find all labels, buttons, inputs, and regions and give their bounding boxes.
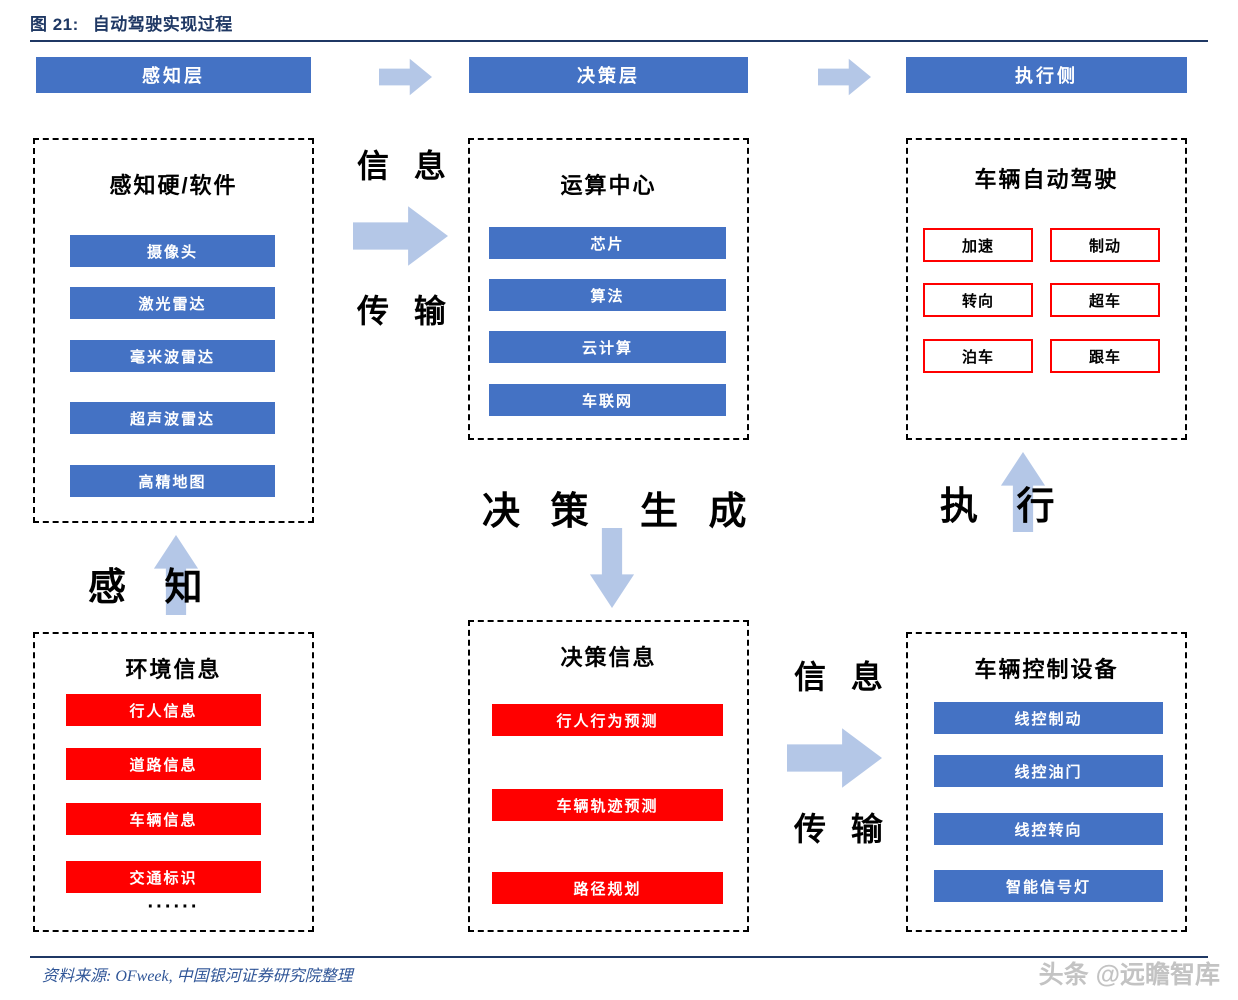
figure-title-text: 自动驾驶实现过程 (92, 15, 233, 34)
autodrive-item-park-label: 泊车 (961, 348, 994, 366)
source-note: 资料来源: OFweek, 中国银河证券研究院整理 (42, 968, 353, 985)
compute-item-cloud: 云计算 (489, 331, 726, 363)
autodrive-item-park: 泊车 (923, 339, 1033, 373)
perception-hardware-software-box: 感知硬/软件 (33, 138, 314, 523)
perception-item-mmwave-radar-label: 毫米波雷达 (129, 348, 215, 366)
control-item-steer-by-wire: 线控转向 (934, 813, 1163, 845)
control-item-throttle-by-wire-label: 线控油门 (1014, 763, 1083, 781)
environment-item-traffic-sign-label: 交通标识 (129, 869, 198, 887)
band-decision-label: 决策层 (577, 66, 640, 86)
control-item-throttle-by-wire: 线控油门 (934, 755, 1163, 787)
flow-label-top-info: 信 息 (357, 148, 454, 184)
environment-item-traffic-sign: 交通标识 (66, 861, 261, 893)
flow-label-top-transmit: 传 输 (357, 293, 454, 329)
compute-item-cloud-label: 云计算 (581, 339, 633, 357)
compute-item-chip: 芯片 (489, 227, 726, 259)
autodrive-item-steer: 转向 (923, 283, 1033, 317)
environment-item-pedestrian: 行人信息 (66, 694, 261, 726)
perception-item-lidar-label: 激光雷达 (138, 295, 207, 313)
compute-center-title: 运算中心 (560, 173, 657, 198)
perception-item-lidar: 激光雷达 (70, 287, 275, 319)
perception-hw-sw-title: 感知硬/软件 (109, 173, 238, 198)
decision-item-path-planning: 路径规划 (492, 872, 723, 904)
decision-info-title: 决策信息 (560, 645, 657, 670)
compute-item-algorithm-label: 算法 (590, 287, 625, 305)
control-item-smart-traffic-light: 智能信号灯 (934, 870, 1163, 902)
autodrive-item-overtake-label: 超车 (1088, 292, 1121, 310)
compute-item-algorithm: 算法 (489, 279, 726, 311)
band-arrow-perception-to-decision (379, 58, 432, 96)
band-execution-label: 执行侧 (1015, 66, 1078, 86)
perception-arrow-label: 感 知 (88, 567, 217, 609)
environment-item-road: 道路信息 (66, 748, 261, 780)
decision-item-path-planning-label: 路径规划 (573, 880, 642, 898)
autodrive-item-accelerate: 加速 (923, 228, 1033, 262)
compute-item-iov-label: 车联网 (581, 392, 633, 410)
perception-item-hd-map: 高精地图 (70, 465, 275, 497)
autodrive-item-follow: 跟车 (1050, 339, 1160, 373)
environment-item-vehicle: 车辆信息 (66, 803, 261, 835)
decision-down-arrow (589, 528, 635, 608)
vehicle-autodrive-title: 车辆自动驾驶 (974, 167, 1119, 192)
autodrive-item-accelerate-label: 加速 (961, 237, 994, 255)
band-execution: 执行侧 (906, 57, 1187, 93)
flow-arrow-bottom (787, 728, 882, 788)
control-item-steer-by-wire-label: 线控转向 (1014, 821, 1083, 839)
decision-item-vehicle-trajectory-prediction-label: 车辆轨迹预测 (556, 797, 659, 815)
compute-item-chip-label: 芯片 (590, 235, 625, 253)
environment-info-more: ······ (147, 896, 200, 918)
execution-arrow-label: 执 行 (940, 486, 1069, 528)
decision-item-pedestrian-behavior-prediction-label: 行人行为预测 (556, 712, 659, 730)
perception-item-ultrasonic-radar-label: 超声波雷达 (129, 410, 215, 428)
control-item-brake-by-wire: 线控制动 (934, 702, 1163, 734)
band-arrow-decision-to-execution (818, 58, 871, 96)
flow-label-bottom-transmit: 传 输 (794, 811, 891, 847)
watermark: 头条 @远瞻智库 (1038, 961, 1220, 989)
perception-item-mmwave-radar: 毫米波雷达 (70, 340, 275, 372)
perception-item-hd-map-label: 高精地图 (138, 473, 207, 491)
environment-info-title: 环境信息 (125, 657, 222, 682)
autodrive-item-steer-label: 转向 (961, 292, 994, 310)
environment-item-vehicle-label: 车辆信息 (129, 811, 198, 829)
decision-item-pedestrian-behavior-prediction: 行人行为预测 (492, 704, 723, 736)
compute-item-iov: 车联网 (489, 384, 726, 416)
autodrive-item-brake-label: 制动 (1088, 237, 1121, 255)
autodrive-item-brake: 制动 (1050, 228, 1160, 262)
flow-label-bottom-info: 信 息 (794, 659, 891, 695)
decision-item-vehicle-trajectory-prediction: 车辆轨迹预测 (492, 789, 723, 821)
flow-arrow-top (353, 206, 448, 266)
band-perception-label: 感知层 (142, 66, 205, 86)
autodrive-item-follow-label: 跟车 (1088, 348, 1121, 366)
perception-item-camera: 摄像头 (70, 235, 275, 267)
band-perception: 感知层 (36, 57, 311, 93)
band-decision: 决策层 (469, 57, 748, 93)
source-divider (30, 956, 1208, 958)
decision-arrow-label-right: 生 成 (640, 491, 757, 533)
control-item-brake-by-wire-label: 线控制动 (1014, 710, 1083, 728)
environment-item-road-label: 道路信息 (129, 756, 198, 774)
title-divider (30, 40, 1208, 42)
figure-number: 图 21: (30, 15, 79, 34)
autodrive-item-overtake: 超车 (1050, 283, 1160, 317)
decision-arrow-label-left: 决 策 (482, 491, 599, 533)
perception-item-ultrasonic-radar: 超声波雷达 (70, 402, 275, 434)
figure-title: 图 21: 自动驾驶实现过程 (30, 10, 1210, 35)
vehicle-control-device-title: 车辆控制设备 (974, 657, 1119, 682)
environment-item-pedestrian-label: 行人信息 (129, 702, 198, 720)
control-item-smart-traffic-light-label: 智能信号灯 (1005, 878, 1091, 896)
perception-item-camera-label: 摄像头 (146, 243, 198, 261)
